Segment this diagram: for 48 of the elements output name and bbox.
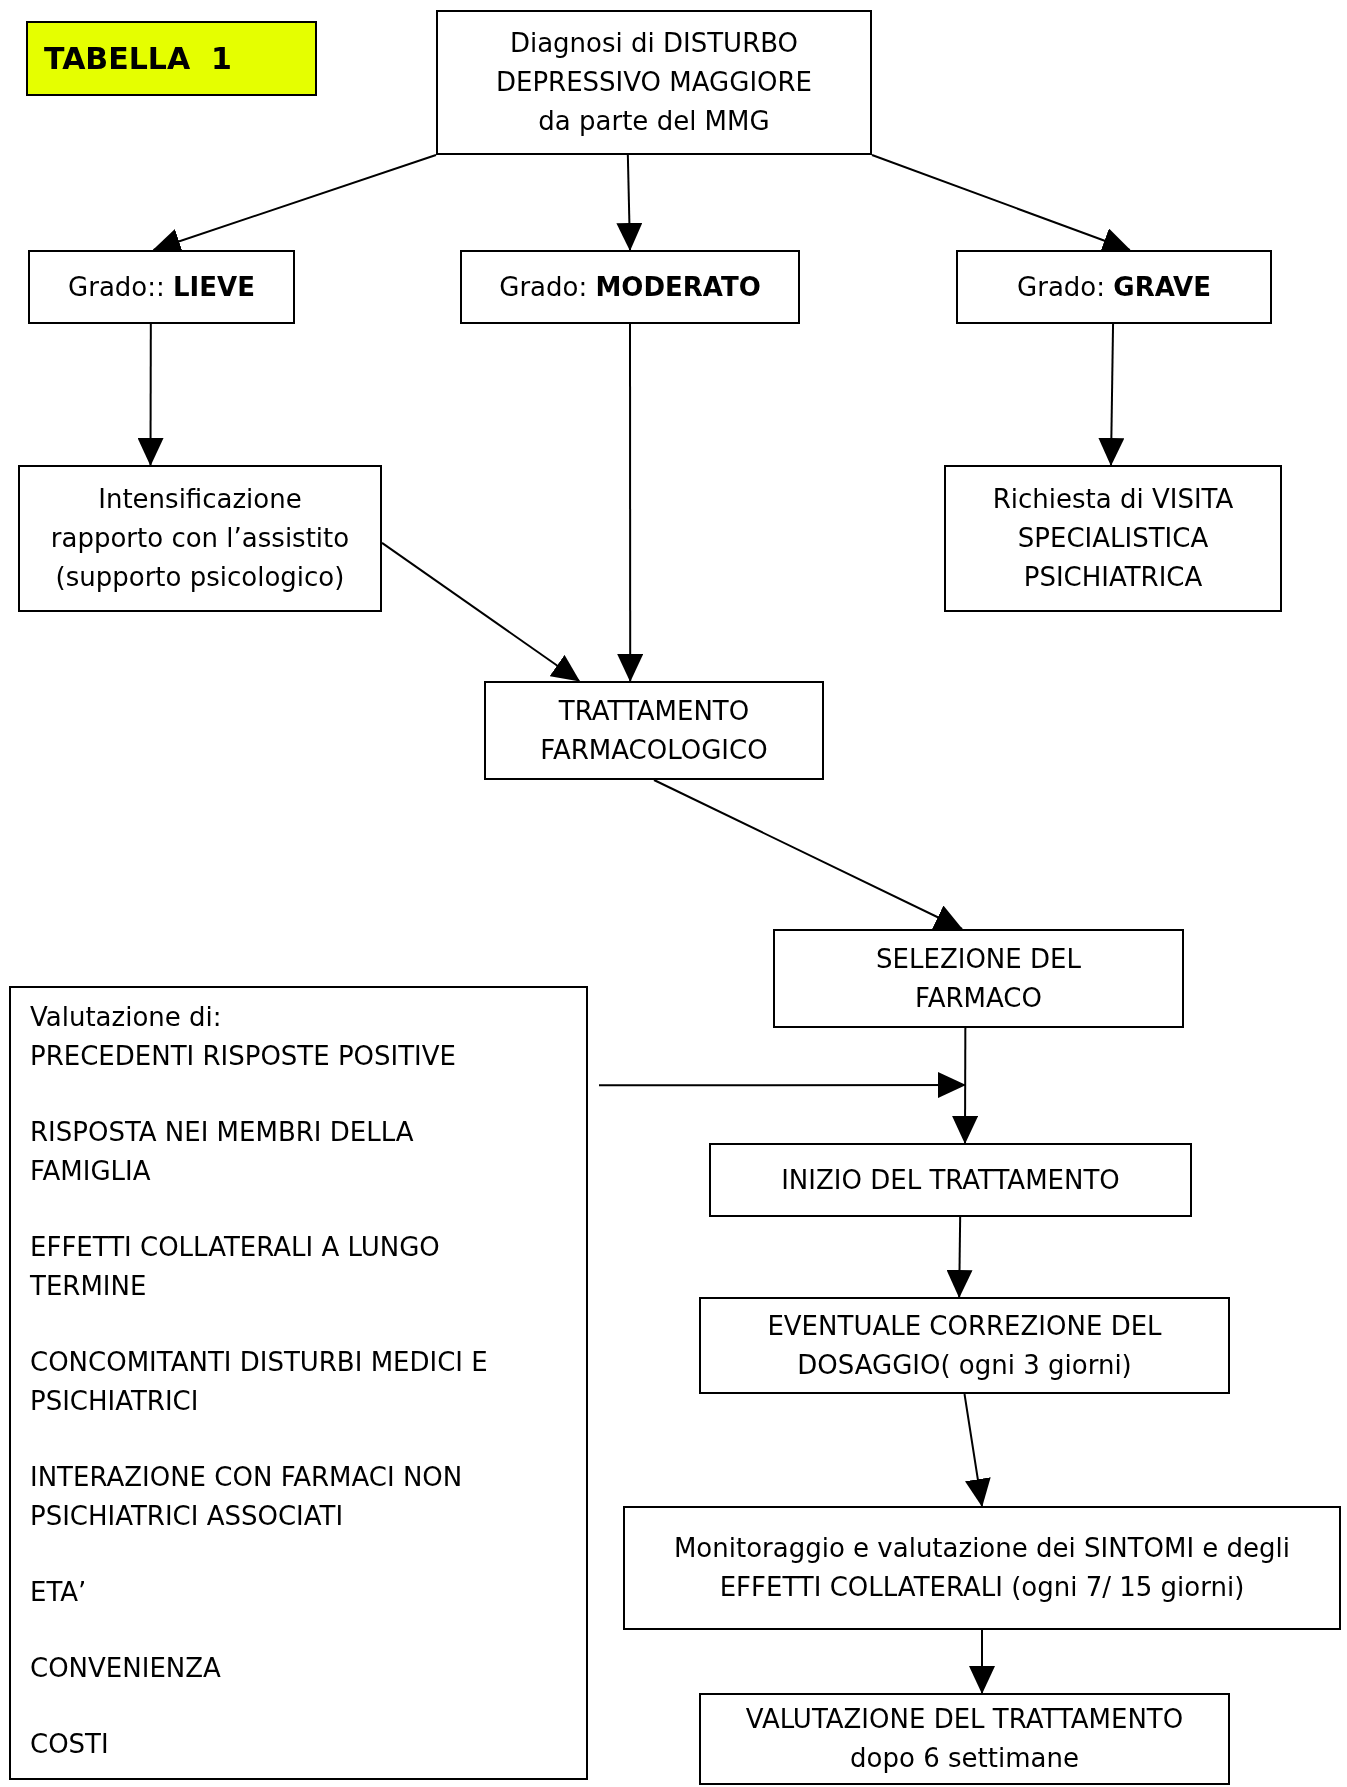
arrow	[871, 154, 1131, 253]
arrow	[653, 779, 964, 930]
node-text: Richiesta di VISITA SPECIALISTICA PSICHIATRICA	[991, 483, 1235, 594]
arrow	[616, 154, 643, 251]
process-box	[699, 1693, 1230, 1785]
node-text: INIZIO DEL TRATTAMENTO	[781, 1163, 1120, 1197]
node-text: Grado:: LIEVE	[68, 270, 255, 304]
process-box	[709, 1143, 1192, 1217]
table-title: TABELLA 1	[44, 40, 233, 78]
node-text: Monitoraggio e valutazione dei SINTOMI e degli EFFETTI COLLATERALI (ogni 7/ 15 giorni)	[672, 1532, 1292, 1604]
list-heading: Valutazione di:	[30, 1001, 222, 1034]
node-text: VALUTAZIONE DEL TRATTAMENTO dopo 6 settimane	[744, 1703, 1185, 1775]
list-item: RISPOSTA NEI MEMBRI DELLA FAMIGLIA	[30, 1116, 415, 1188]
list-item: PRECEDENTI RISPOSTE POSITIVE	[30, 1040, 456, 1073]
arrow	[969, 1629, 995, 1694]
process-box	[623, 1506, 1341, 1630]
list-item: ETA’	[30, 1576, 87, 1609]
process-box	[773, 929, 1184, 1028]
node-text: SELEZIONE DEL FARMACO	[875, 942, 1082, 1015]
node-text: Intensificazione rapporto con l’assistito (supporto psicologico)	[49, 483, 351, 594]
node-text: Grado: MODERATO	[499, 270, 761, 304]
criteria-box	[9, 986, 588, 1780]
node-text: Diagnosi di DISTURBO DEPRESSIVO MAGGIORE da parte del MMG	[494, 27, 813, 138]
process-box	[28, 250, 295, 324]
process-box	[956, 250, 1272, 324]
node-text: TRATTAMENTO FARMACOLOGICO	[539, 694, 769, 767]
process-box	[484, 681, 824, 780]
arrow	[946, 1216, 973, 1298]
process-box	[699, 1297, 1230, 1394]
process-box	[944, 465, 1282, 612]
node-text: Grado: GRAVE	[1017, 270, 1211, 304]
arrow	[1098, 323, 1125, 466]
process-box	[460, 250, 800, 324]
list-item: EFFETTI COLLATERALI A LUNGO TERMINE	[30, 1231, 441, 1303]
arrow	[598, 1072, 966, 1098]
list-item: INTERAZIONE CON FARMACI NON PSICHIATRICI ASSOCIATI	[30, 1461, 464, 1533]
arrow	[137, 323, 164, 466]
node-text: EVENTUALE CORREZIONE DEL DOSAGGIO( ogni 3 giorni)	[766, 1309, 1163, 1382]
arrow	[617, 323, 644, 682]
process-box	[18, 465, 382, 612]
process-box	[436, 10, 872, 155]
title-box	[26, 21, 317, 96]
list-item: CONCOMITANTI DISTURBI MEDICI E PSICHIATRICI	[30, 1346, 489, 1418]
arrow	[381, 541, 581, 682]
list-item: COSTI	[30, 1728, 109, 1761]
arrow	[952, 1027, 979, 1144]
list-item: CONVENIENZA	[30, 1652, 221, 1685]
arrow	[963, 1393, 991, 1507]
